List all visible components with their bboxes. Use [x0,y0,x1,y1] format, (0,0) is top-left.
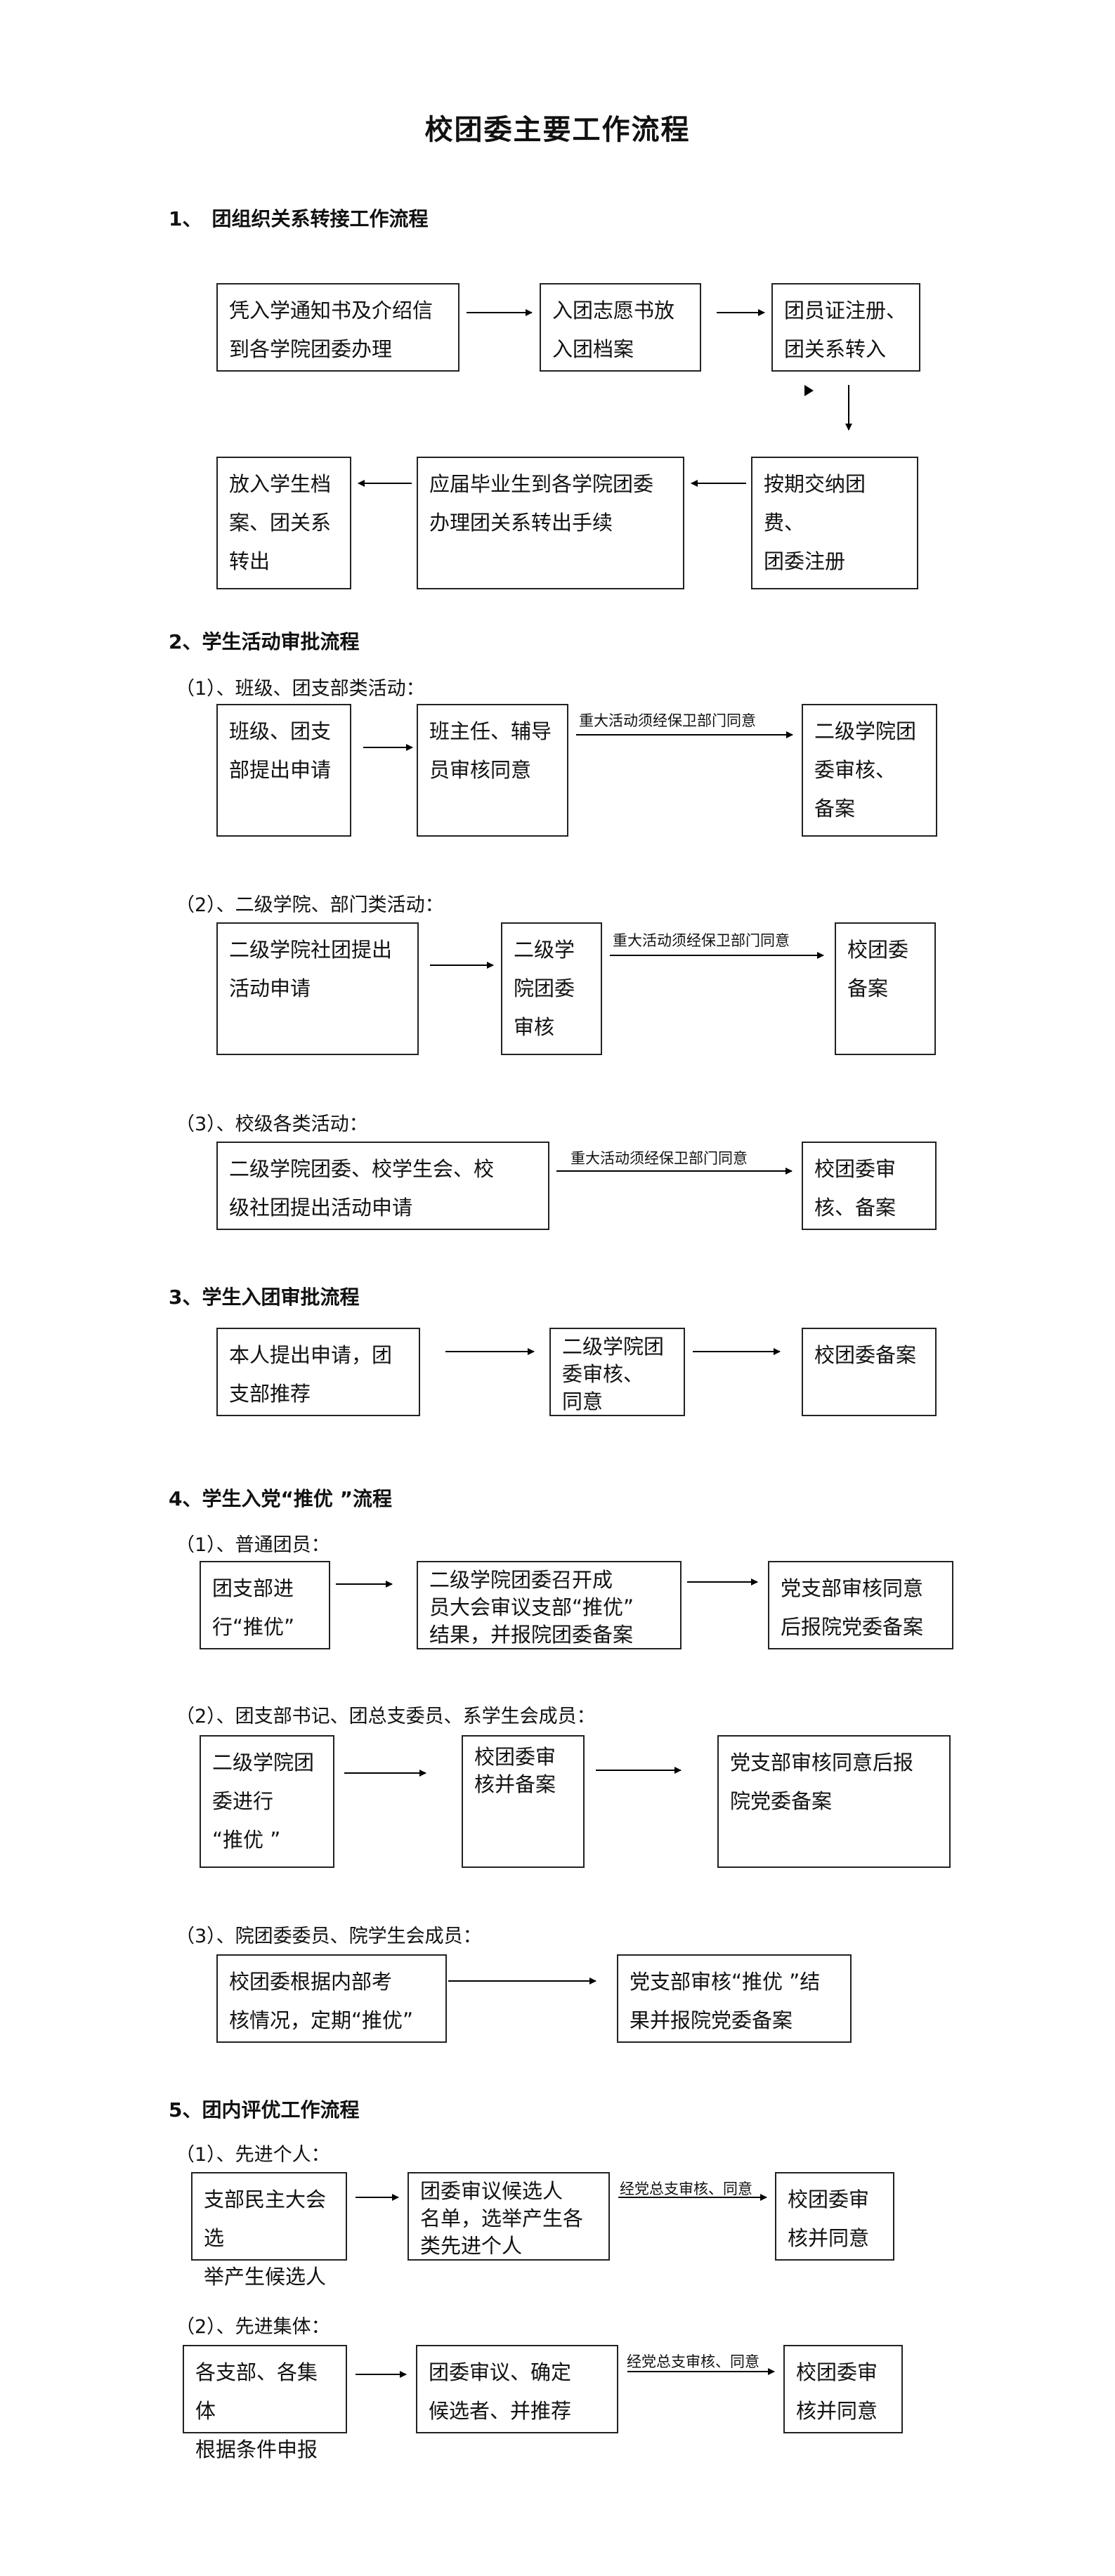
s4-p1-box-college-assembly: 二级学院团委召开成 员大会审议支部“推优” 结果，并报院团委备案 [417,1561,682,1649]
s5-p1-box-committee-review: 团委审议候选人 名单，选举产生各 类先进个人 [407,2172,610,2261]
s2-p3-box-school-review: 校团委审 核、备案 [802,1142,937,1230]
s4-p2-box-school-review: 校团委审 核并备案 [462,1735,585,1868]
s4-p2-label: （2）、团支部书记、团总支委员、系学生会成员： [176,1706,596,1727]
s4-p3-box-party-review: 党支部审核“推优 ”结 果并报院党委备案 [617,1954,852,2043]
s2-p2-label: （2）、二级学院、部门类活动： [176,894,444,916]
section-5-heading: 5、团内评优工作流程 [169,2098,360,2121]
s2-p1-box-college-review: 二级学院团 委审核、 备案 [802,704,937,837]
s2-p3-box-apply: 二级学院团委、校学生会、校 级社团提出活动申请 [216,1142,549,1230]
s5-p1-label: （1）、先进个人： [176,2144,330,2166]
s2-p2-box-club-apply: 二级学院社团提出 活动申请 [216,922,419,1055]
s5-p2-note: 经党总支审核、同意 [627,2353,759,2370]
s4-p3-box-school-recommend: 校团委根据内部考 核情况，定期“推优” [216,1954,447,2043]
s2-p2-box-college-review: 二级学 院团委 审核 [501,922,602,1055]
s2-p1-label: （1）、班级、团支部类活动： [176,678,425,700]
s4-p1-label: （1）、普通团员： [176,1534,330,1556]
s4-p2-box-college-recommend: 二级学院团 委进行 “推优 ” [200,1735,334,1868]
s1-box-member-registration: 团员证注册、 团关系转入 [771,283,920,372]
s3-box-apply: 本人提出申请，团 支部推荐 [216,1328,420,1416]
arrow-s1-small-marker [804,385,814,396]
section-1-heading: 1、 团组织关系转接工作流程 [169,207,429,230]
s5-p2-label: （2）、先进集体： [176,2316,330,2338]
section-4-heading: 4、学生入党“推优 ”流程 [169,1487,393,1510]
s3-box-college-approve: 二级学院团 委审核、 同意 [549,1328,685,1416]
s2-p1-note: 重大活动须经保卫部门同意 [579,712,756,729]
s5-p1-box-branch-election: 支部民主大会选 举产生候选人 [191,2172,347,2289]
s1-box-admission-docs: 凭入学通知书及介绍信 到各学院团委办理 [216,283,459,372]
s2-p1-box-apply: 班级、团支 部提出申请 [216,704,351,837]
s5-p2-box-committee-nominate: 团委审议、确定 候选者、并推荐 [416,2345,618,2433]
s1-box-graduate-transfer-out: 应届毕业生到各学院团委 办理团关系转出手续 [417,457,684,589]
s2-p3-note: 重大活动须经保卫部门同意 [570,1150,748,1167]
s5-p2-box-school-approve: 校团委审 核并同意 [783,2345,903,2433]
s4-p1-box-branch-recommend: 团支部进 行“推优” [200,1561,330,1649]
s5-p2-box-collective-apply: 各支部、各集体 根据条件申报 [183,2345,347,2461]
s5-p1-box-school-approve: 校团委审 核并同意 [775,2172,894,2261]
s2-p2-box-school-archive: 校团委 备案 [835,922,936,1055]
s1-box-dues-registration: 按期交纳团费、 团委注册 [751,457,918,589]
s2-p3-label: （3）、校级各类活动： [176,1113,368,1135]
s2-p2-note: 重大活动须经保卫部门同意 [613,932,790,949]
s2-p1-box-counselor-approve: 班主任、辅导 员审核同意 [417,704,568,837]
s3-box-school-archive: 校团委备案 [802,1328,937,1416]
section-2-heading: 2、学生活动审批流程 [169,630,360,653]
s4-p2-box-party-approve: 党支部审核同意后报 院党委备案 [717,1735,951,1868]
s1-box-file-transfer-out: 放入学生档 案、团关系 转出 [216,457,351,589]
s4-p3-label: （3）、院团委委员、院学生会成员： [176,1926,482,1947]
section-3-heading: 3、学生入团审批流程 [169,1286,360,1309]
s5-p1-note: 经党总支审核、同意 [620,2181,752,2197]
page-title: 校团委主要工作流程 [424,114,691,146]
s1-box-application-archive: 入团志愿书放 入团档案 [540,283,701,372]
s4-p1-box-party-approve: 党支部审核同意 后报院党委备案 [768,1561,953,1649]
